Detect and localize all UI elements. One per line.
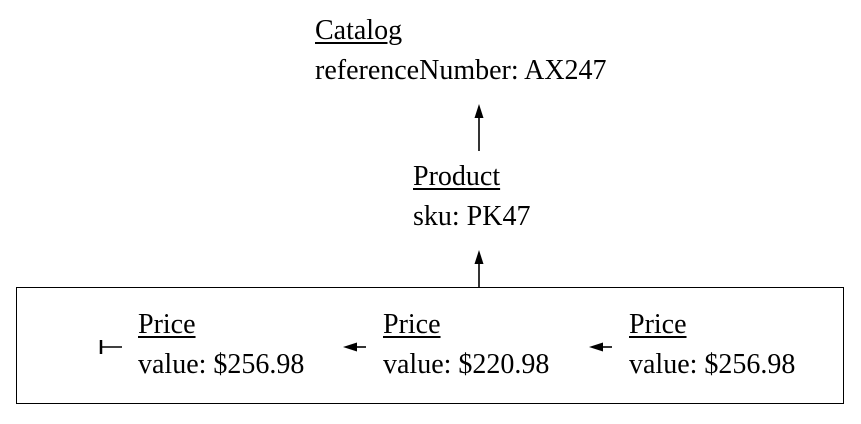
catalog-node: Catalog referenceNumber: AX247 <box>315 11 607 91</box>
price-1-attribute: value: $256.98 <box>138 349 305 380</box>
product-to-catalog-arrowhead <box>474 104 484 118</box>
price-1-title: Price <box>138 309 196 340</box>
price-3-attribute: value: $256.98 <box>629 349 796 380</box>
product-attribute: sku: PK47 <box>413 201 531 232</box>
price3-to-price2-arrowhead <box>589 342 603 352</box>
price-2-title: Price <box>383 309 441 340</box>
price-3-title: Price <box>629 309 687 340</box>
price-node-3: Price value: $256.98 <box>629 305 795 385</box>
price-node-2: Price value: $220.98 <box>383 305 549 385</box>
price-2-attribute: value: $220.98 <box>383 349 550 380</box>
catalog-attribute: referenceNumber: AX247 <box>315 55 607 86</box>
catalog-title: Catalog <box>315 15 403 46</box>
price-history-box <box>16 287 844 404</box>
price2-to-price1-arrowhead <box>343 342 357 352</box>
box-to-product-arrowhead <box>474 250 484 264</box>
price-node-1: Price value: $256.98 <box>138 305 304 385</box>
product-title: Product <box>413 161 501 192</box>
product-node: Product sku: PK47 <box>413 157 530 237</box>
